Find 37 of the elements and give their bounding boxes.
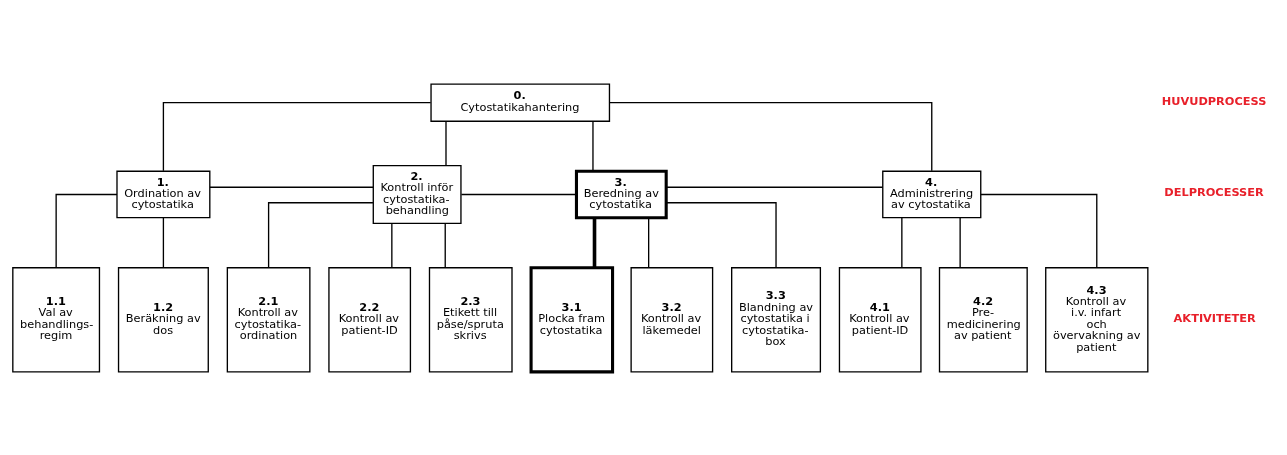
node-box: 3. Beredning av cytostatika [574,169,668,219]
label: DELPROCESSER [1164,184,1264,199]
connector [592,120,594,172]
node-box: 4.3 Kontroll av i.v. infart och övervakning av patient [1045,266,1149,373]
node-box: 0. Cytostatikahantering [430,82,611,122]
node-box: 3.2 Kontroll av läkemedel [630,266,714,373]
node-box: 4. Administrering av cytostatika [882,170,982,218]
connector [460,193,578,195]
connector [648,216,650,268]
connector [980,193,1098,268]
label: AKTIVITETER [1173,310,1256,325]
connector [665,186,884,188]
connector [592,217,597,268]
connector [901,216,903,268]
connector [445,120,447,166]
connector [959,216,961,268]
connector [209,186,374,188]
node-box: 3.3 Blandning av cytostatika i cytostatika- box [731,266,822,373]
node-box: 2. Kontroll inför cytostatika- behandling [372,164,462,224]
connector [391,222,393,268]
node-box: 1.2 Beräkning av dos [117,266,209,373]
node-box: 2.2 Kontroll av patient-ID [328,266,412,373]
connector [608,101,933,171]
node-box: 4.1 Kontroll av patient-ID [838,266,922,373]
connector [267,201,374,268]
node-box: 3.1 Plocka fram cytostatika [529,265,615,373]
node-box: 1.1 Val av behandlings- regim [12,266,101,373]
node-box: 4.2 Pre- medicinering av patient [938,266,1028,373]
connector [55,193,118,268]
connector [162,216,165,268]
node-box: 2.1 Kontroll av cytostatika- ordination [226,266,311,373]
node-box: 1. Ordination av cytostatika [116,170,211,218]
connector [444,222,446,268]
node-box: 2.3 Etikett till påse/spruta skrivs [428,266,513,373]
connector [162,101,432,171]
label: HUVUDPROCESS [1161,93,1267,108]
connector [665,201,777,268]
